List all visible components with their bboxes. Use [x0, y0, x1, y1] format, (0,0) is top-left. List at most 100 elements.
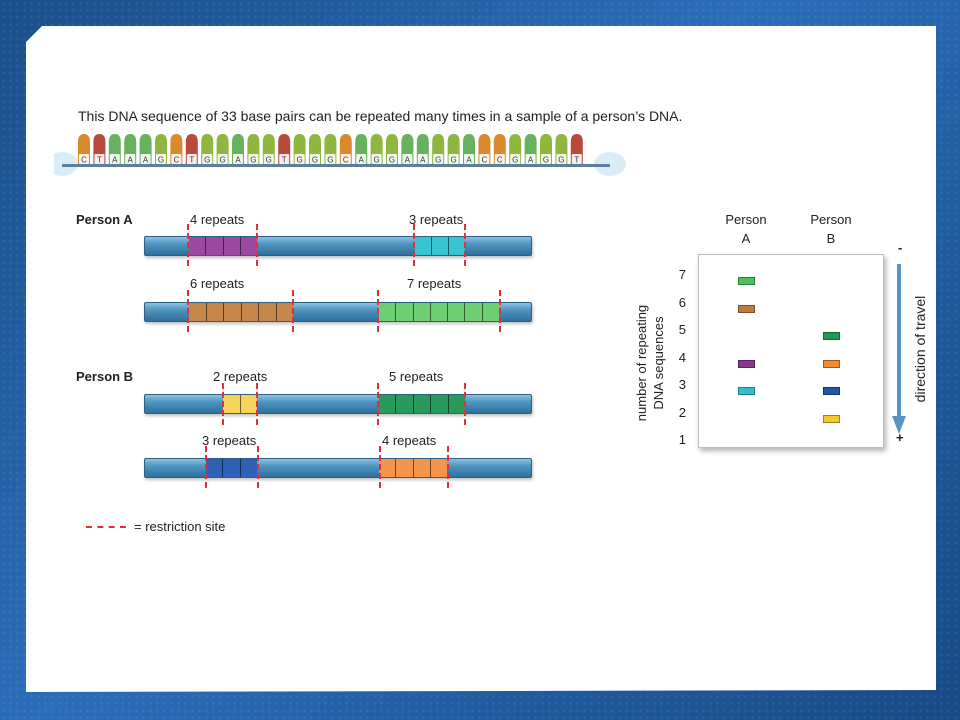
gel-plus-sign: +	[896, 430, 904, 445]
repeat-block-3	[206, 459, 257, 477]
nucleotide-letter: G	[204, 156, 210, 165]
person-b-chrom2-right-label: 4 repeats	[382, 433, 437, 448]
nucleotide-C: C	[494, 134, 506, 165]
nucleotide-G: G	[263, 134, 275, 165]
person-b-chromosome-2	[144, 458, 532, 478]
nucleotide-A: A	[109, 134, 121, 165]
nucleotide-G: G	[386, 134, 398, 165]
nucleotide-letter: C	[497, 156, 503, 165]
restriction-site	[187, 290, 189, 332]
restriction-site	[205, 446, 207, 488]
gel-band-person-b-3	[823, 387, 840, 395]
nucleotide-letter: A	[528, 156, 534, 165]
restriction-site	[413, 224, 415, 266]
gel-column-b-line2: B	[826, 231, 836, 246]
person-b-chromosome-1	[144, 394, 532, 414]
nucleotide-letter: G	[250, 156, 256, 165]
gel-y-tick-5: 5	[678, 322, 686, 337]
restriction-site	[464, 383, 466, 425]
gel-y-tick-6: 6	[678, 294, 686, 310]
person-a-chrom1-left-label: 4 repeats	[190, 212, 245, 227]
person-b-label: Person B	[76, 369, 134, 384]
gel-y-tick-2: 2	[678, 404, 686, 420]
repeat-block-4	[379, 459, 447, 477]
nucleotide-A: A	[232, 134, 244, 165]
nucleotide-C: C	[478, 134, 490, 165]
restriction-site	[257, 446, 259, 488]
nucleotide-letter: T	[574, 156, 579, 165]
nucleotide-G: G	[540, 134, 552, 165]
nucleotide-letter: G	[450, 156, 456, 165]
nucleotide-letter: G	[312, 156, 318, 165]
nucleotide-letter: A	[359, 156, 365, 165]
restriction-site	[464, 224, 466, 266]
nucleotide-letter: A	[128, 156, 134, 165]
person-a-chromosome-2	[144, 302, 532, 322]
nucleotide-letter: C	[81, 156, 87, 165]
nucleotide-G: G	[155, 134, 167, 165]
nucleotide-C: C	[340, 134, 352, 165]
gel-column-b-header: Person B	[803, 210, 859, 248]
repeat-block-3	[415, 237, 465, 255]
nucleotide-A: A	[463, 134, 475, 165]
gel-minus-sign: -	[898, 240, 903, 255]
restriction-site	[379, 446, 381, 488]
gel-column-a-line2: A	[741, 231, 751, 246]
nucleotide-A: A	[417, 134, 429, 165]
restriction-site	[377, 290, 379, 332]
restriction-site	[447, 446, 449, 488]
nucleotide-letter: G	[558, 156, 564, 165]
restriction-site	[292, 290, 294, 332]
nucleotide-G: G	[217, 134, 229, 165]
nucleotide-letter: T	[282, 156, 287, 165]
repeat-block-7	[379, 303, 499, 321]
nucleotide-letter: G	[266, 156, 272, 165]
repeat-block-6	[189, 303, 293, 321]
person-a-chrom2-right-label: 7 repeats	[407, 276, 462, 291]
gel-y-tick-3: 3	[678, 377, 686, 392]
nucleotide-letter: G	[373, 156, 379, 165]
restriction-site	[222, 383, 224, 425]
restriction-site	[256, 383, 258, 425]
nucleotide-A: A	[124, 134, 136, 165]
nucleotide-letter: G	[327, 156, 333, 165]
repeat-block-5	[379, 395, 465, 413]
nucleotide-G: G	[448, 134, 460, 165]
person-a-chrom2-left-label: 6 repeats	[190, 276, 245, 291]
nucleotide-C: C	[170, 134, 182, 165]
gel-y-tick-1: 1	[678, 432, 686, 447]
nucleotide-T: T	[571, 134, 583, 165]
nucleotide-letter: A	[466, 156, 472, 165]
nucleotide-letter: C	[343, 156, 349, 165]
restriction-site	[187, 224, 189, 266]
nucleotide-letter: G	[389, 156, 395, 165]
nucleotide-letter: G	[219, 156, 225, 165]
nucleotide-T: T	[278, 134, 290, 165]
restriction-site	[377, 383, 379, 425]
gel-band-person-b-2	[823, 415, 840, 423]
person-b-chrom1-left-label: 2 repeats	[213, 369, 268, 384]
nucleotide-T: T	[186, 134, 198, 165]
nucleotide-letter: A	[143, 156, 149, 165]
gel-y-axis-label: number of repeating DNA sequences	[633, 288, 667, 438]
gel-column-a-header: Person A	[718, 210, 774, 248]
nucleotide-letter: C	[174, 156, 180, 165]
nucleotide-letter: G	[512, 156, 518, 165]
nucleotide-letter: G	[296, 156, 302, 165]
gel-y-tick-7: 7	[678, 267, 686, 282]
gel-band-person-a-3	[738, 387, 755, 395]
restriction-site-legend-text: = restriction site	[134, 519, 226, 534]
nucleotide-letter: C	[482, 156, 488, 165]
nucleotide-G: G	[555, 134, 567, 165]
nucleotide-letter: A	[235, 156, 241, 165]
gel-column-b-line1: Person	[810, 212, 852, 227]
nucleotide-letter: G	[158, 156, 164, 165]
gel-band-person-a-6	[738, 305, 755, 313]
nucleotide-G: G	[432, 134, 444, 165]
diagram-heading: This DNA sequence of 33 base pairs can b…	[78, 108, 683, 124]
gel-y-tick-4: 4	[678, 349, 686, 365]
nucleotide-A: A	[140, 134, 152, 165]
repeat-block-2	[223, 395, 257, 413]
restriction-site	[499, 290, 501, 332]
